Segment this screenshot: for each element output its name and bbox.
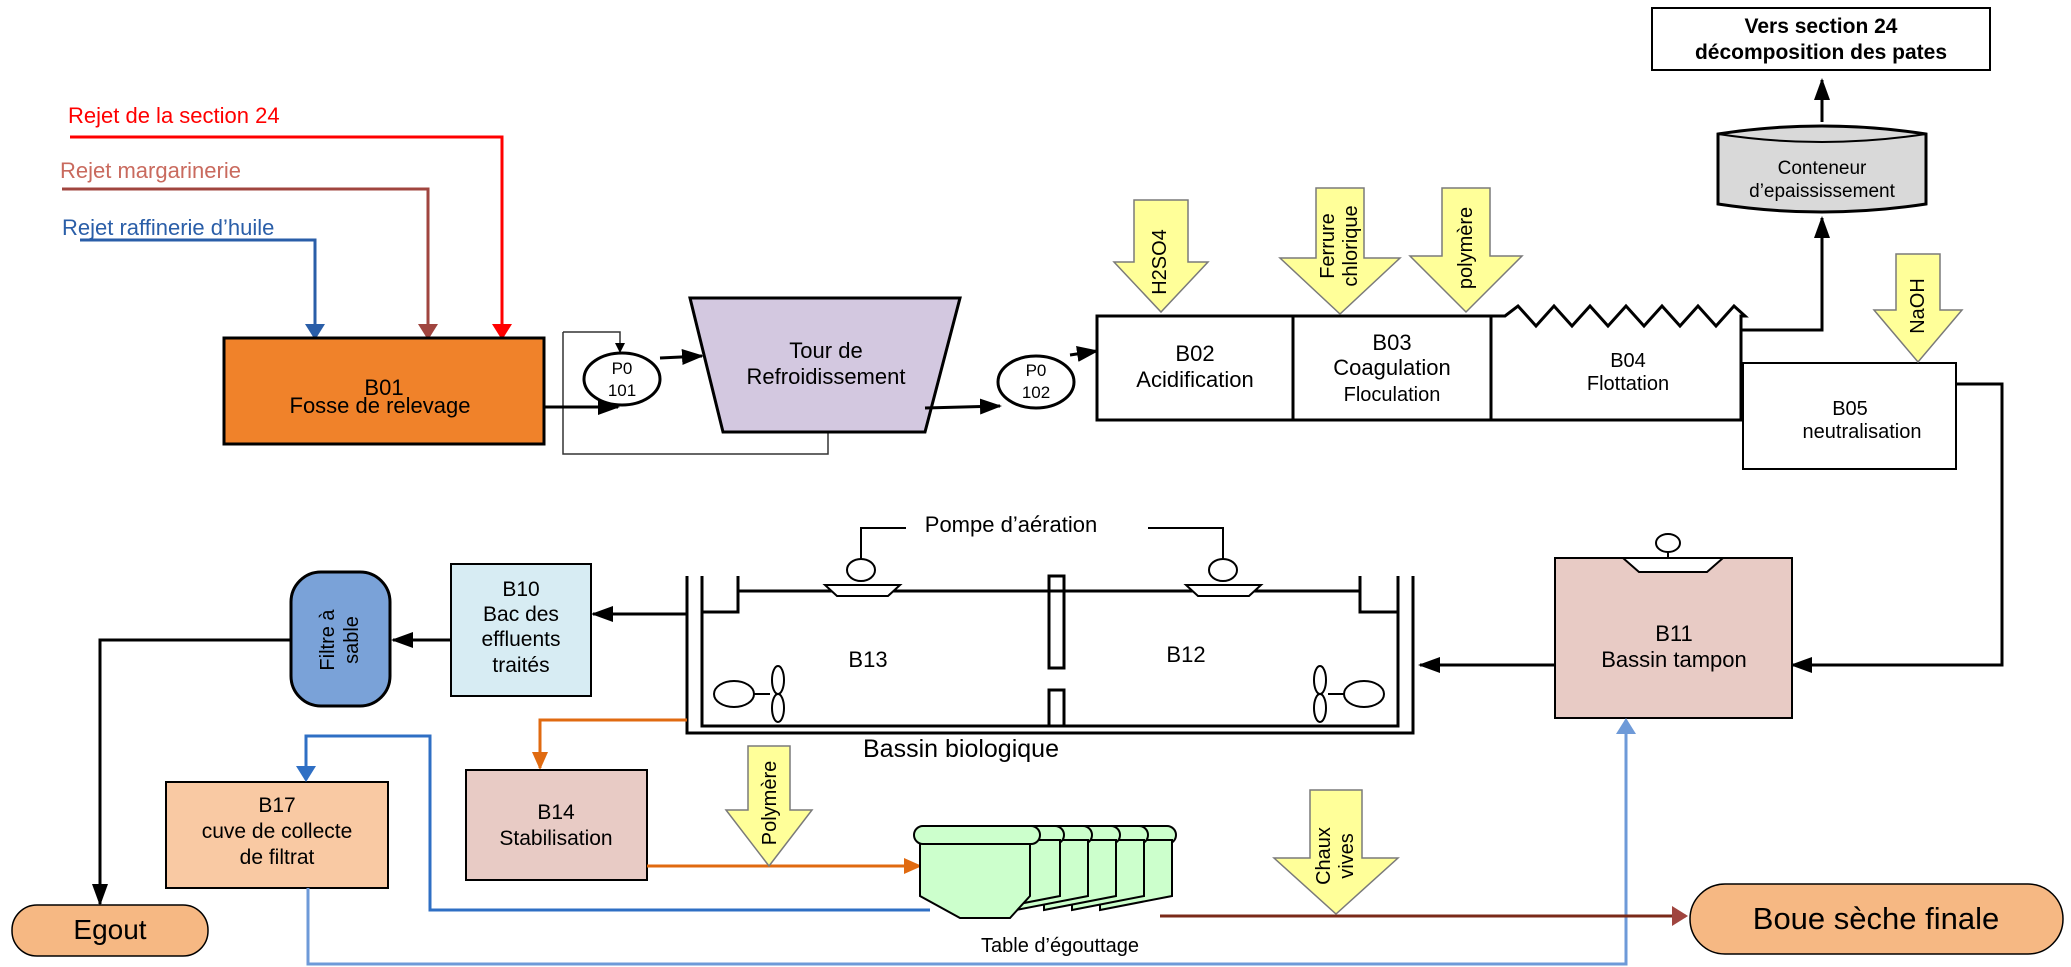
b14-code: B14 bbox=[537, 801, 575, 824]
p102-pump bbox=[996, 354, 1076, 410]
chaux-label-a: Chaux bbox=[1313, 827, 1335, 885]
tour-label-a: Tour de bbox=[789, 338, 862, 363]
tour-to-p102-arrow bbox=[924, 398, 1002, 415]
p101-label-a: P0 bbox=[612, 359, 633, 378]
b04-to-conteneur-arrow bbox=[1741, 216, 1830, 332]
b01-box bbox=[222, 336, 546, 446]
b04-code: B04 bbox=[1610, 350, 1646, 372]
b17-box bbox=[165, 781, 389, 889]
filtre-to-egout-arrow bbox=[92, 638, 291, 906]
mixer-left-icon bbox=[713, 665, 785, 723]
p102-to-b02-arrow bbox=[1069, 346, 1099, 362]
tour-refroidissement bbox=[688, 296, 962, 434]
reagent-polymere-bottom-arrow: Polymère bbox=[724, 745, 814, 868]
reagent-ferrure-arrow: Ferrure chlorique bbox=[1278, 187, 1402, 316]
rejet-raffinerie-label: Rejet raffinerie d’huile bbox=[62, 215, 274, 240]
reagent-h2so4-arrow: H2SO4 bbox=[1112, 199, 1210, 314]
rejet-margarinerie-line bbox=[62, 187, 438, 340]
b05-to-b11-arrow bbox=[1790, 382, 2004, 673]
b05-box bbox=[1742, 362, 1957, 470]
h2so4-label: H2SO4 bbox=[1149, 229, 1171, 295]
b17-label-a: cuve de collecte bbox=[202, 820, 353, 843]
bassin-to-b14-line bbox=[532, 718, 687, 770]
reagent-polymere-top-arrow: polymère bbox=[1408, 187, 1524, 314]
table-to-b17-line bbox=[296, 734, 930, 912]
b14-name: Stabilisation bbox=[499, 827, 612, 850]
vers-label-a: Vers section 24 bbox=[1745, 15, 1898, 38]
b11-aerator bbox=[1620, 557, 1726, 573]
filtre-label-a: Filtre à bbox=[317, 609, 339, 671]
filtre-label-b: sable bbox=[341, 616, 363, 664]
boue-seche-terminal bbox=[1689, 883, 2064, 955]
pompe-aeration-label: Pompe d’aération bbox=[925, 512, 1097, 537]
vers-label-b: décomposition des pates bbox=[1695, 41, 1947, 64]
b05-code: B05 bbox=[1832, 398, 1868, 420]
b11-name: Bassin tampon bbox=[1601, 647, 1747, 672]
table-egouttage bbox=[913, 825, 1177, 919]
recirculation-to-pump bbox=[563, 331, 625, 353]
b05-name: neutralisation bbox=[1803, 421, 1922, 443]
conteneur-epaississement bbox=[1716, 124, 1928, 214]
bassin-biologique bbox=[685, 574, 1415, 735]
polymere-bottom-label: Polymère bbox=[759, 761, 781, 845]
b03-code: B03 bbox=[1372, 330, 1411, 355]
b12-label: B12 bbox=[1166, 642, 1205, 667]
b02-code: B02 bbox=[1175, 341, 1214, 366]
egout-terminal bbox=[11, 904, 209, 957]
b04-box bbox=[1489, 303, 1749, 422]
egout-label: Egout bbox=[73, 914, 146, 945]
b01-name: Fosse de relevage bbox=[290, 393, 471, 418]
reagent-chaux-arrow: Chaux vives bbox=[1272, 789, 1400, 916]
tour-label-b: Refroidissement bbox=[747, 364, 906, 389]
b11-aerator-head bbox=[1655, 533, 1681, 553]
input-lines bbox=[62, 135, 512, 340]
b17-code: B17 bbox=[258, 794, 295, 817]
p102-label-a: P0 bbox=[1026, 361, 1047, 380]
reagent-naoh-arrow: NaOH bbox=[1872, 253, 1964, 364]
p101-label-b: 101 bbox=[608, 381, 636, 400]
chaux-label-b: vives bbox=[1336, 833, 1358, 879]
vers-section-24-box bbox=[1651, 7, 1991, 71]
rejet-section-line bbox=[70, 135, 512, 340]
b02-name: Acidification bbox=[1136, 367, 1253, 392]
conteneur-label-a: Conteneur bbox=[1778, 158, 1867, 179]
b10-label-b: effluents bbox=[481, 628, 560, 651]
rejet-margarinerie-label: Rejet margarinerie bbox=[60, 158, 241, 183]
p102-label-b: 102 bbox=[1022, 383, 1050, 402]
b10-code: B10 bbox=[502, 578, 539, 601]
ferrure-label-b: chlorique bbox=[1340, 205, 1362, 286]
b17-to-b11-line bbox=[306, 718, 1636, 966]
rejet-raffinerie-line bbox=[80, 238, 325, 340]
aeration-pump-right bbox=[1148, 527, 1264, 597]
b13-label: B13 bbox=[848, 647, 887, 672]
p101-pump bbox=[582, 351, 662, 407]
b11-code: B11 bbox=[1655, 621, 1693, 646]
conteneur-label-b: d’epaississement bbox=[1749, 181, 1895, 202]
b10-label-c: traités bbox=[492, 654, 549, 677]
b03-name-b: Floculation bbox=[1344, 384, 1441, 406]
boue-seche-label: Boue sèche finale bbox=[1753, 901, 1999, 936]
p101-to-tour-arrow bbox=[659, 348, 704, 365]
b10-label-a: Bac des bbox=[483, 603, 559, 626]
bassin-biologique-label: Bassin biologique bbox=[863, 735, 1059, 763]
b01-code: B01 bbox=[364, 375, 403, 400]
naoh-label: NaOH bbox=[1907, 278, 1929, 334]
mixer-right-icon bbox=[1313, 665, 1385, 723]
b10-box bbox=[450, 563, 592, 697]
recirculation-line bbox=[562, 332, 829, 455]
table-egouttage-label: Table d’égouttage bbox=[981, 935, 1139, 957]
conteneur-rim bbox=[1717, 133, 1927, 143]
aeration-pump-left bbox=[822, 527, 906, 597]
b14-box bbox=[465, 769, 648, 881]
b17-label-b: de filtrat bbox=[240, 846, 315, 869]
rejet-section-label: Rejet de la section 24 bbox=[68, 103, 280, 128]
b03-name-a: Coagulation bbox=[1333, 355, 1450, 380]
b04-name: Flottation bbox=[1587, 373, 1669, 395]
ferrure-label-a: Ferrure bbox=[1317, 213, 1339, 279]
polymere-top-label: polymère bbox=[1455, 207, 1477, 289]
